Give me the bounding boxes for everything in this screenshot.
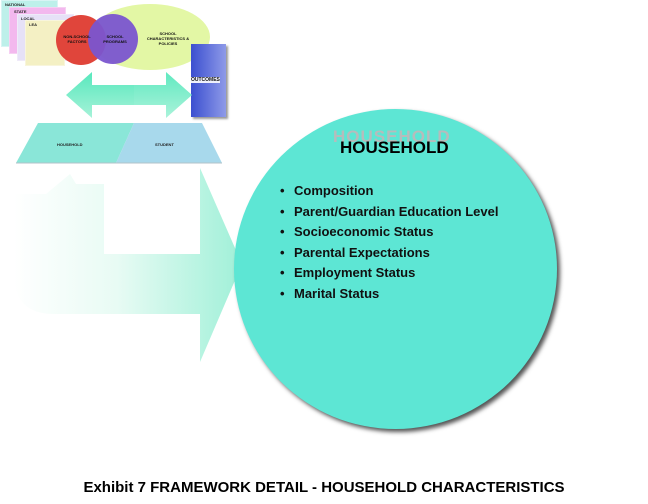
- list-item-label: Marital Status: [294, 285, 380, 301]
- bullet-icon: •: [280, 244, 285, 260]
- list-item-label: Socioeconomic Status: [294, 224, 434, 239]
- household-detail-circle: [234, 109, 557, 429]
- list-item-label: Parental Expectations: [294, 244, 430, 260]
- bullet-icon: •: [280, 285, 285, 301]
- pointer-arrow-shape: [14, 168, 242, 362]
- bullet-icon: •: [280, 183, 285, 198]
- list-item: • Socioeconomic Status: [280, 222, 498, 243]
- list-item-label: Employment Status: [294, 265, 416, 280]
- school-programs-circle: [88, 14, 138, 64]
- list-item-label: Composition: [294, 183, 374, 198]
- household-characteristics-list: • Composition • Parent/Guardian Education …: [280, 181, 498, 304]
- student-band-shape: [116, 123, 222, 163]
- bullet-icon: •: [280, 265, 285, 280]
- outcomes-label: OUTCOMES: [191, 77, 220, 83]
- list-item: • Parental Expectations: [280, 243, 498, 264]
- list-item: • Employment Status: [280, 263, 498, 284]
- household-title: HOUSEHOLD: [340, 138, 449, 157]
- bullet-icon: •: [280, 224, 285, 239]
- outcomes-box: OUTCOMES: [191, 44, 226, 117]
- double-arrow-right-icon: [126, 72, 192, 118]
- household-student-band: [16, 123, 222, 164]
- list-item: • Composition: [280, 181, 498, 202]
- list-item: • Parent/Guardian Education Level: [280, 202, 498, 223]
- state-label: STATE: [14, 9, 27, 14]
- exhibit-caption: Exhibit 7 FRAMEWORK DETAIL - HOUSEHOLD C…: [83, 479, 565, 496]
- list-item-label: Parent/Guardian Education Level: [294, 203, 499, 219]
- list-item: • Marital Status: [280, 284, 498, 305]
- household-band-label: HOUSEHOLD: [57, 142, 83, 147]
- national-label: NATIONAL: [5, 2, 26, 7]
- double-arrow-left-icon: [66, 72, 134, 118]
- non-school-factors-label: NON-SCHOOL FACTORS: [63, 34, 91, 44]
- school-characteristics-label: SCHOOL CHARACTERISTICS & POLICIES: [146, 31, 190, 46]
- student-band-label: STUDENT: [155, 142, 174, 147]
- local-label: LOCAL: [21, 16, 35, 21]
- double-arrow-shape: [66, 72, 192, 118]
- household-band-shape: [16, 123, 134, 163]
- bullet-icon: •: [280, 203, 285, 219]
- lea-label: LEA: [29, 22, 37, 27]
- household-title-shadow: HOUSEHOLD: [333, 127, 451, 146]
- school-programs-label: SCHOOL PROGRAMS: [103, 34, 127, 44]
